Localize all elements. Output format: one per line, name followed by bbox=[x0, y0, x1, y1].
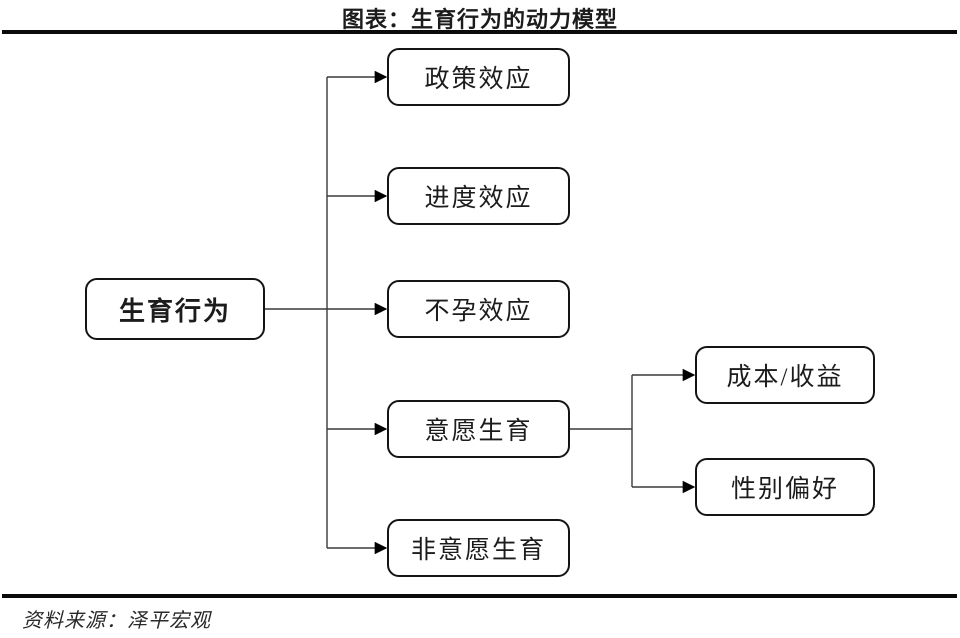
node-policy-effect: 政策效应 bbox=[387, 48, 570, 106]
bottom-rule bbox=[2, 594, 957, 598]
node-gender-preference: 性别偏好 bbox=[695, 458, 875, 516]
node-unintended-fertility: 非意愿生育 bbox=[387, 519, 570, 577]
node-fertility-behavior: 生育行为 bbox=[85, 278, 265, 340]
figure-title: 图表：生育行为的动力模型 bbox=[341, 7, 618, 32]
node-cost-benefit: 成本/收益 bbox=[695, 346, 875, 404]
node-tempo-effect: 进度效应 bbox=[387, 167, 570, 225]
source-note: 资料来源：泽平宏观 bbox=[22, 610, 211, 632]
node-infertility-effect: 不孕效应 bbox=[387, 280, 570, 338]
top-rule bbox=[2, 30, 957, 34]
node-intended-fertility: 意愿生育 bbox=[387, 400, 570, 458]
